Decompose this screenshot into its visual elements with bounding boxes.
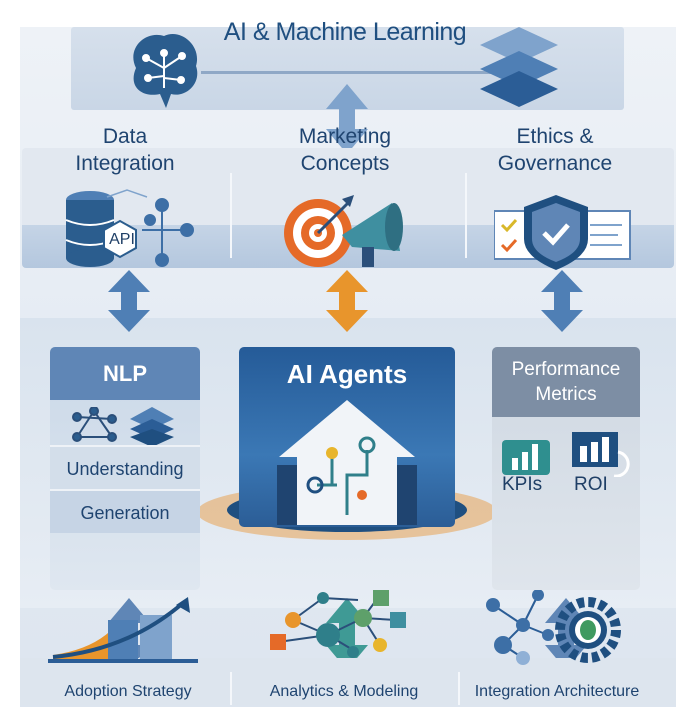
nlp-generation: Generation [50,489,200,533]
shield-checklist-icon [494,195,631,270]
kpis-label: KPIs [502,474,543,495]
database-api-icon [65,189,194,267]
ai-ml-title: AI & Machine Learning [223,18,467,46]
bottom-divider [230,672,232,705]
nlp-understanding: Understanding [50,445,200,489]
adoption-strategy-label: Adoption Strategy [64,683,192,700]
ethics-governance-label: Ethics &Governance [497,125,613,175]
roi-label: ROI [574,474,608,495]
brain-icon [133,34,198,108]
ai-agents-panel: AI Agents [239,347,455,527]
bottom-band [20,658,676,705]
arrow-right-bidirectional-icon [541,270,583,332]
adoption-growth-chart-icon [48,597,198,663]
smart-house-icon [277,400,417,525]
layers-icon [480,27,558,107]
target-megaphone-icon [284,195,403,267]
nlp-panel: NLP Understanding Generation [50,347,200,590]
integration-gear-network-icon [486,590,621,665]
bottom-divider [458,672,460,705]
arrow-left-bidirectional-icon [108,270,150,332]
kpi-roi-chart-icon [502,432,630,477]
analytics-modeling-label: Analytics & Modeling [269,683,419,700]
ai-agents-title: AI Agents [286,359,408,389]
analytics-network-icon [270,590,406,658]
nlp-title: NLP [50,347,200,400]
nlp-network-icon [72,407,174,447]
integration-architecture-label: Integration Architecture [474,683,640,700]
api-badge: API [109,231,135,248]
arrow-center-bidirectional-icon [326,270,368,332]
arrow-top-bidirectional-icon [326,84,368,154]
